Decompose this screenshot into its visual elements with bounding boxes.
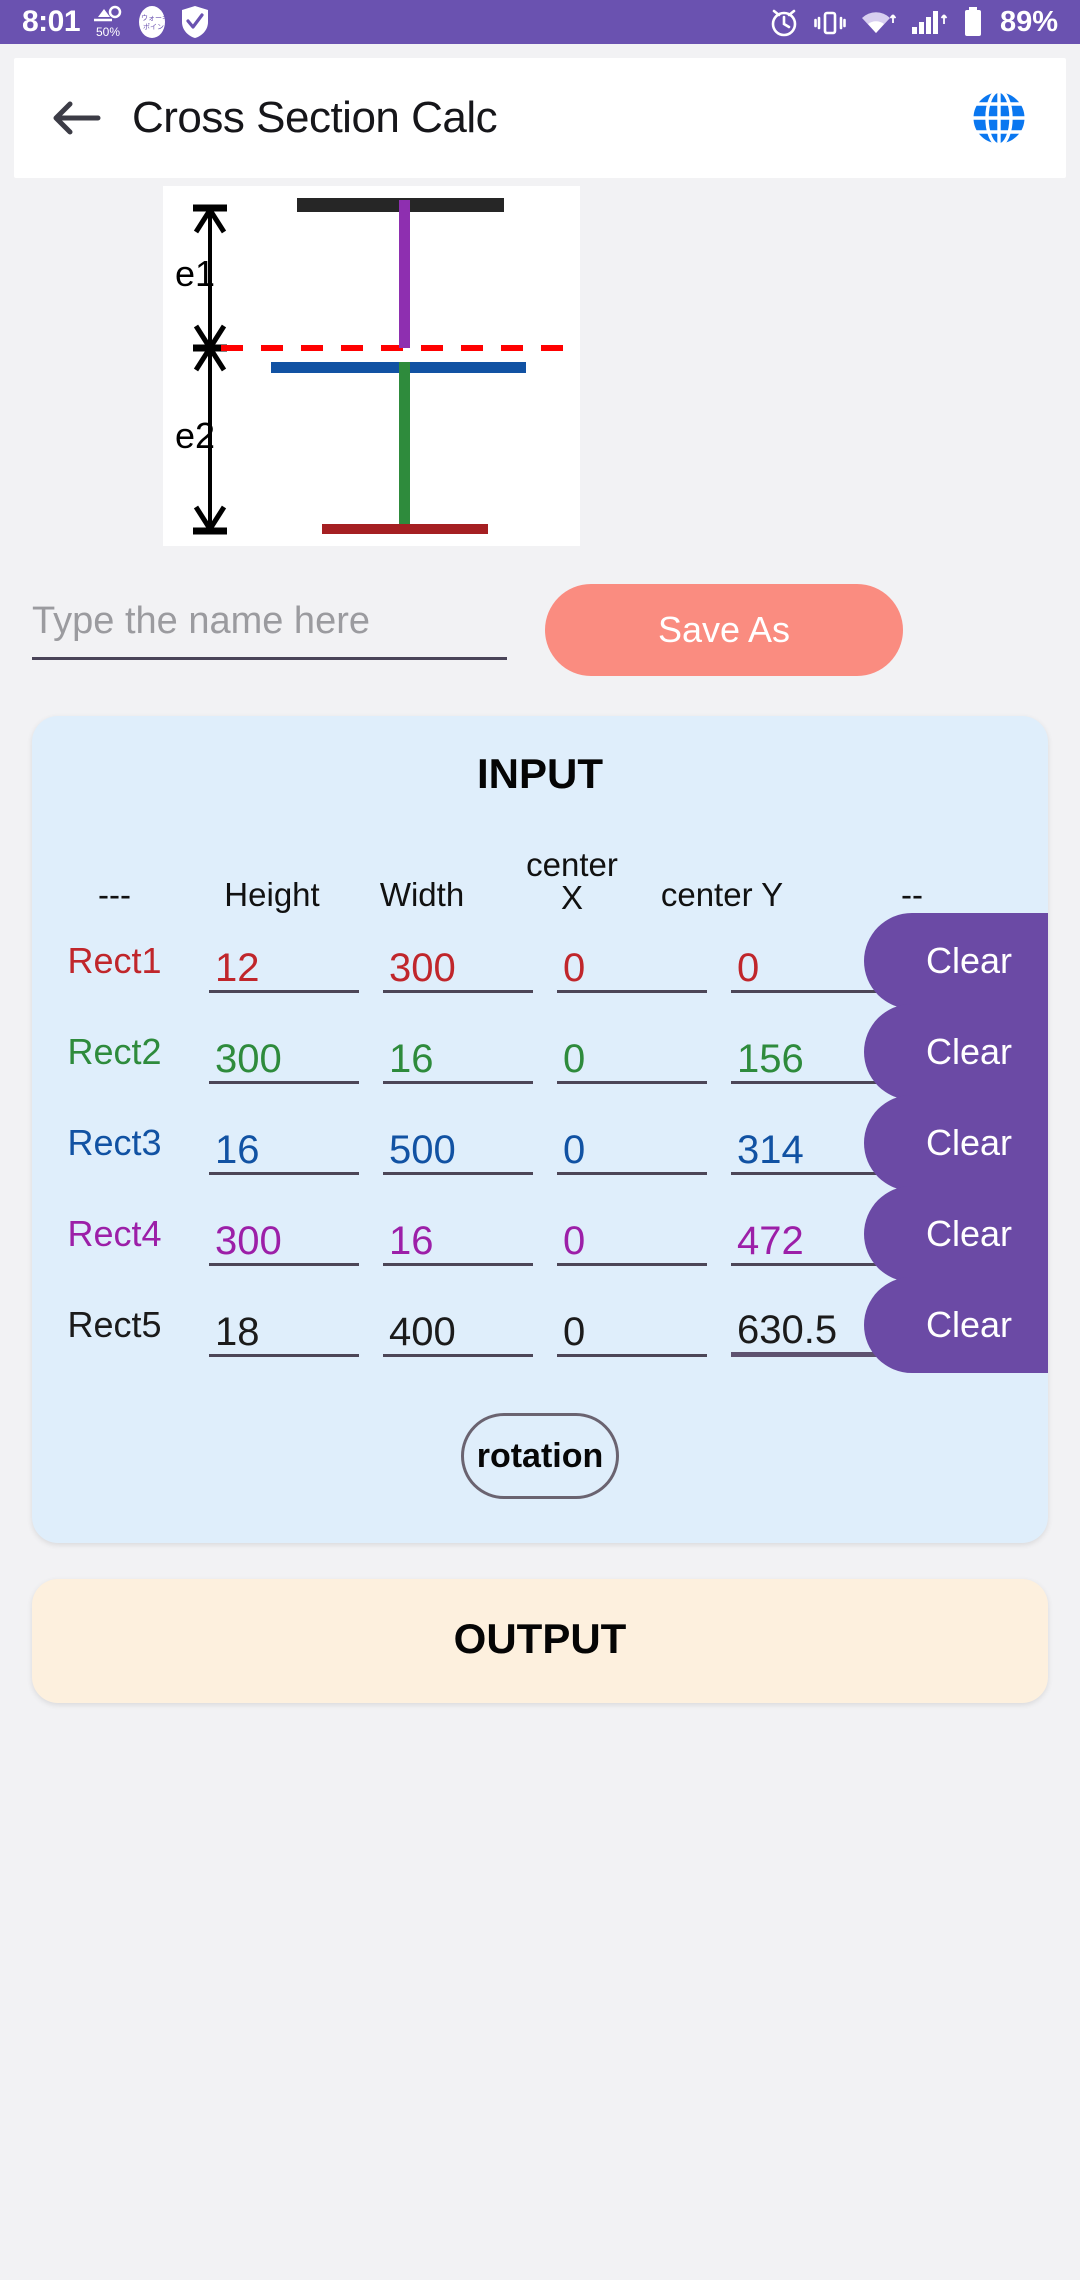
alarm-icon [768,5,800,39]
input-table: --- Height Width center X center Y -- Re… [32,848,1048,1373]
cross-section-diagram: e1 e2 [163,186,580,546]
input-card-title: INPUT [477,750,603,797]
input-table-header: --- Height Width center X center Y -- [32,848,1048,914]
output-card: OUTPUT [32,1579,1048,1703]
vibrate-icon [814,5,846,39]
center-x-input[interactable]: 0 [557,1111,707,1175]
row-label: Rect2 [67,1030,162,1072]
appbar-container: Cross Section Calc [0,44,1080,178]
battery-percent: 89% [999,5,1058,38]
center-y-input[interactable]: 472 [731,1202,881,1266]
save-as-button[interactable]: Save As [545,584,903,676]
table-row: Rect3 16 500 0 314 Clear [32,1094,1048,1191]
signal-icon [910,5,948,39]
clear-button[interactable]: Clear [864,1185,1048,1282]
walking-points-icon: ウォーキングポイント [136,5,168,39]
table-row: Rect2 300 16 0 156 Clear [32,1003,1048,1100]
diagram-rect3 [271,362,526,373]
center-x-input[interactable]: 0 [557,1293,707,1357]
row-label: Rect1 [67,939,162,981]
center-x-input[interactable]: 0 [557,929,707,993]
globe-icon[interactable] [966,85,1032,151]
height-input[interactable]: 18 [209,1293,359,1357]
height-input[interactable]: 16 [209,1111,359,1175]
appbar: Cross Section Calc [14,58,1066,178]
page-title: Cross Section Calc [132,93,498,142]
height-input[interactable]: 12 [209,929,359,993]
shield-icon [180,5,210,39]
diagram-rect2 [399,200,410,348]
header-center-x-line1: center [526,846,618,883]
row-label: Rect4 [67,1212,162,1254]
diagram-rect4 [399,362,410,530]
name-field-wrapper [32,600,507,660]
wifi-icon [860,5,896,39]
header-center-x: center X [497,848,647,914]
svg-text:ウォーキング: ウォーキング [141,13,168,22]
header-label: --- [98,876,131,913]
clear-button[interactable]: Clear [864,1003,1048,1100]
height-input[interactable]: 300 [209,1020,359,1084]
header-height: Height [224,876,320,913]
rotation-button[interactable]: rotation [461,1413,619,1499]
header-center-y: center Y [660,876,784,913]
height-input[interactable]: 300 [209,1202,359,1266]
battery-icon [962,5,984,39]
rotation-row: rotation [32,1413,1048,1499]
clear-button[interactable]: Clear [864,912,1048,1009]
svg-text:50%: 50% [96,25,120,39]
table-row: Rect5 18 400 0 630.5 Clear [32,1276,1048,1373]
output-card-title: OUTPUT [453,1615,627,1662]
status-bar: 8:01 50% ウォーキングポイント 89% [0,0,1080,44]
row-label: Rect5 [67,1303,162,1345]
table-row: Rect4 300 16 0 472 Clear [32,1185,1048,1282]
header-action: -- [901,876,923,913]
center-y-input[interactable]: 0 [731,929,881,993]
diagram-label-e2: e2 [175,415,215,456]
cross-section-diagram-area: e1 e2 [0,178,1080,546]
center-y-input[interactable]: 156 [731,1020,881,1084]
center-y-input[interactable]: 630.5 [731,1293,881,1357]
center-y-input[interactable]: 314 [731,1111,881,1175]
diagram-svg: e1 e2 [175,198,580,535]
dimension-e1 [193,204,227,535]
table-row: Rect1 12 300 0 0 Clear [32,912,1048,1009]
name-input[interactable] [32,600,507,643]
status-time: 8:01 [22,5,81,38]
header-center-x-line2: X [560,879,583,916]
width-input[interactable]: 16 [383,1020,533,1084]
center-x-input[interactable]: 0 [557,1020,707,1084]
center-x-input[interactable]: 0 [557,1202,707,1266]
width-input[interactable]: 16 [383,1202,533,1266]
step-counter-icon: 50% [92,5,124,39]
input-card: INPUT --- Height Width center X center Y… [32,716,1048,1543]
save-name-row: Save As [0,584,1080,676]
diagram-label-e1: e1 [175,253,215,294]
status-bar-left: 8:01 50% ウォーキングポイント [22,5,210,39]
back-arrow-icon[interactable] [48,90,104,146]
status-bar-right: 89% [768,5,1058,39]
diagram-rect5 [322,524,488,534]
row-label: Rect3 [67,1121,162,1163]
width-input[interactable]: 300 [383,929,533,993]
width-input[interactable]: 400 [383,1293,533,1357]
width-input[interactable]: 500 [383,1111,533,1175]
svg-text:ポイント: ポイント [143,23,168,31]
clear-button[interactable]: Clear [864,1276,1048,1373]
clear-button[interactable]: Clear [864,1094,1048,1191]
header-width: Width [379,876,465,913]
